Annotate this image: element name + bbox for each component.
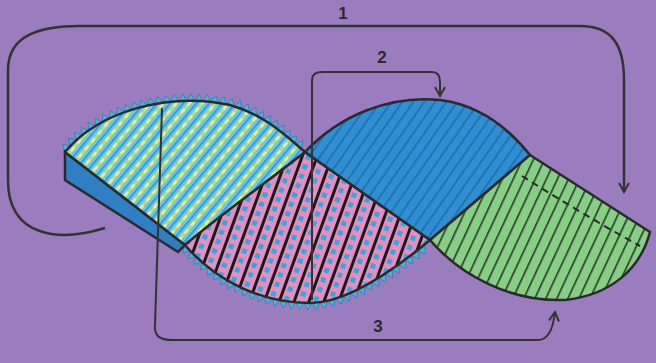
arrow-line <box>155 108 555 340</box>
arrow-line <box>312 72 440 300</box>
callout-number: 1 <box>338 5 347 22</box>
callout-number: 3 <box>373 318 382 335</box>
arrow-line <box>8 26 624 235</box>
dashed-line <box>522 176 640 246</box>
callout-number: 2 <box>377 49 386 66</box>
band-segment <box>430 155 650 300</box>
